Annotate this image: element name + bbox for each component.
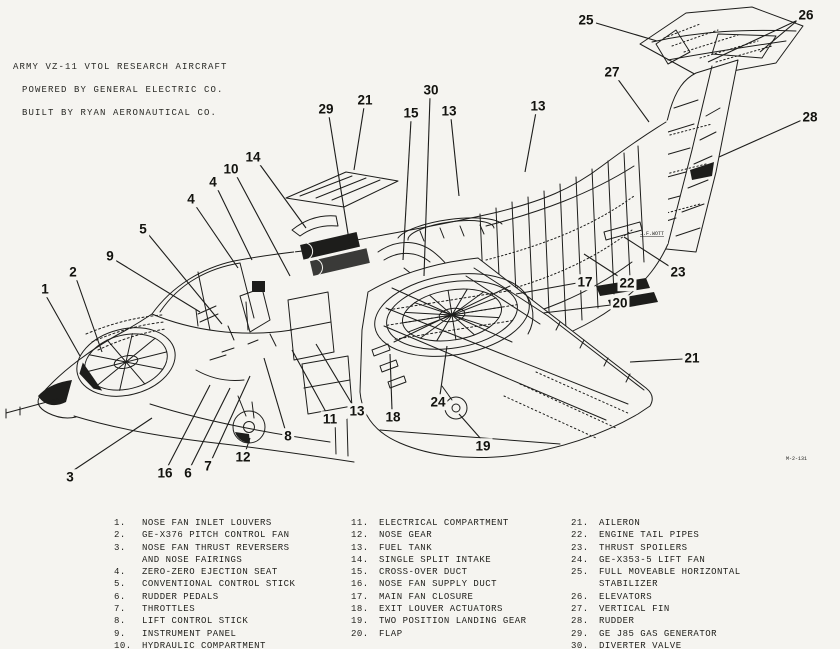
- artist-signature: J.F.WOTT: [640, 231, 664, 237]
- plate-number: M-2-131: [786, 456, 807, 462]
- legend-item: 4.ZERO-ZERO EJECTION SEAT: [114, 567, 278, 578]
- callout-leader-lines: [44, 19, 803, 471]
- forward-fuselage: [37, 238, 370, 463]
- legend-item: 30.DIVERTER VALVE: [571, 640, 682, 649]
- callout-number-29: 29: [316, 101, 336, 117]
- rudder-pedals: [209, 347, 235, 361]
- legend-item: 18.EXIT LOUVER ACTUATORS: [351, 604, 503, 615]
- callout-number-24: 24: [428, 394, 448, 410]
- callout-number-25: 25: [576, 12, 596, 28]
- callout-number-1: 1: [39, 281, 51, 297]
- nose-fan-supply-duct: [195, 369, 245, 381]
- callout-number-6: 6: [182, 465, 194, 481]
- legend-item: 24.GE-X353-5 LIFT FAN: [571, 554, 706, 565]
- callout-number-22: 22: [617, 275, 637, 291]
- legend-column-1: 1.NOSE FAN INLET LOUVERS 2.GE-X376 PITCH …: [114, 517, 295, 649]
- legend-item: 21.AILERON: [571, 518, 641, 528]
- aircraft-cutaway-illustration: J.F.WOTT M-2-131: [5, 6, 807, 471]
- callout-number-20: 20: [610, 295, 630, 311]
- nose-gear: [232, 395, 266, 444]
- callout-number-17: 17: [575, 274, 595, 290]
- nose-fan: [76, 327, 176, 397]
- ejection-seat: [239, 281, 271, 333]
- legend-item: STABILIZER: [599, 579, 659, 590]
- legend-item: 3.NOSE FAN THRUST REVERSERS: [114, 542, 290, 553]
- legend-item: 25.FULL MOVEABLE HORIZONTAL: [571, 567, 741, 578]
- thrust-spoilers: [603, 221, 643, 241]
- legend-item: 16.NOSE FAN SUPPLY DUCT: [351, 579, 498, 590]
- legend-item: 28.RUDDER: [571, 616, 635, 627]
- lift-fan: [374, 273, 530, 357]
- callout-number-13: 13: [439, 103, 459, 119]
- callout-number-23: 23: [668, 264, 688, 280]
- legend-item: 15.CROSS-OVER DUCT: [351, 567, 468, 578]
- callout-number-18: 18: [383, 409, 403, 425]
- callout-number-3: 3: [64, 469, 76, 485]
- callout-number-10: 10: [221, 161, 241, 177]
- callout-number-14: 14: [243, 149, 263, 165]
- legend-item: 7.THROTTLES: [114, 604, 196, 615]
- split-intake: [291, 215, 339, 237]
- rudder: [675, 107, 721, 237]
- title-line-3: BUILT BY RYAN AERONAUTICAL CO.: [22, 108, 218, 118]
- callout-number-12: 12: [233, 449, 253, 465]
- callout-number-19: 19: [473, 438, 493, 454]
- callout-number-21: 21: [682, 350, 702, 366]
- gas-generators: [294, 232, 370, 278]
- legend-item: 19.TWO POSITION LANDING GEAR: [351, 616, 527, 627]
- title-line-1: ARMY VZ-11 VTOL RESEARCH AIRCRAFT: [13, 62, 228, 72]
- callout-number-7: 7: [202, 458, 214, 474]
- left-lift-fan-arcs: [397, 217, 503, 242]
- legend-item: 29.GE J85 GAS GENERATOR: [571, 628, 718, 639]
- callout-number-27: 27: [602, 64, 622, 80]
- legend-item: 1.NOSE FAN INLET LOUVERS: [114, 518, 272, 528]
- legend-item: 9.INSTRUMENT PANEL: [114, 628, 237, 639]
- callout-number-30: 30: [421, 82, 441, 98]
- callout-number-16: 16: [155, 465, 175, 481]
- legend-item: 12.NOSE GEAR: [351, 530, 433, 541]
- callout-number-5: 5: [137, 221, 149, 237]
- callout-number-26: 26: [796, 7, 816, 23]
- legend-item: 13.FUEL TANK: [351, 542, 433, 553]
- title-block: ARMY VZ-11 VTOL RESEARCH AIRCRAFT POWERE…: [13, 56, 228, 125]
- pitot-boom: [5, 398, 59, 419]
- legend-item: 5.CONVENTIONAL CONTROL STICK: [114, 579, 296, 590]
- legend-item: 10.HYDRAULIC COMPARTMENT: [114, 640, 266, 649]
- callout-number-4: 4: [185, 191, 197, 207]
- legend-item: 11.ELECTRICAL COMPARTMENT: [351, 518, 509, 528]
- callout-number-9: 9: [104, 248, 116, 264]
- title-line-2: POWERED BY GENERAL ELECTRIC CO.: [22, 85, 224, 95]
- callout-number-13: 13: [347, 403, 367, 419]
- horizontal-stabilizer: [639, 6, 804, 78]
- callout-number-8: 8: [282, 428, 294, 444]
- legend-item: 26.ELEVATORS: [571, 591, 653, 602]
- callout-number-21: 21: [355, 92, 375, 108]
- legend-item: 8.LIFT CONTROL STICK: [114, 616, 249, 627]
- callout-number-28: 28: [800, 109, 820, 125]
- callout-number-4: 4: [207, 174, 219, 190]
- control-sticks: [227, 325, 277, 347]
- throttles: [247, 339, 259, 345]
- callout-number-11: 11: [320, 411, 340, 427]
- legend-item: 17.MAIN FAN CLOSURE: [351, 591, 474, 602]
- legend-item: 6.RUDDER PEDALS: [114, 591, 219, 602]
- legend-item: 20.FLAP: [351, 628, 403, 639]
- flap-line: [473, 267, 549, 317]
- main-fan-closure: [523, 291, 534, 335]
- callout-number-13: 13: [528, 98, 548, 114]
- left-wing: [285, 171, 399, 208]
- legend-item: 23.THRUST SPOILERS: [571, 542, 688, 553]
- callout-number-15: 15: [401, 105, 421, 121]
- legend-item: 2.GE-X376 PITCH CONTROL FAN: [114, 530, 290, 541]
- callout-number-2: 2: [67, 264, 79, 280]
- legend-item: 14.SINGLE SPLIT INTAKE: [351, 554, 492, 565]
- legend-item: AND NOSE FAIRINGS: [142, 554, 243, 565]
- legend-item: 22.ENGINE TAIL PIPES: [571, 530, 700, 541]
- legend-item: 27.VERTICAL FIN: [571, 604, 670, 615]
